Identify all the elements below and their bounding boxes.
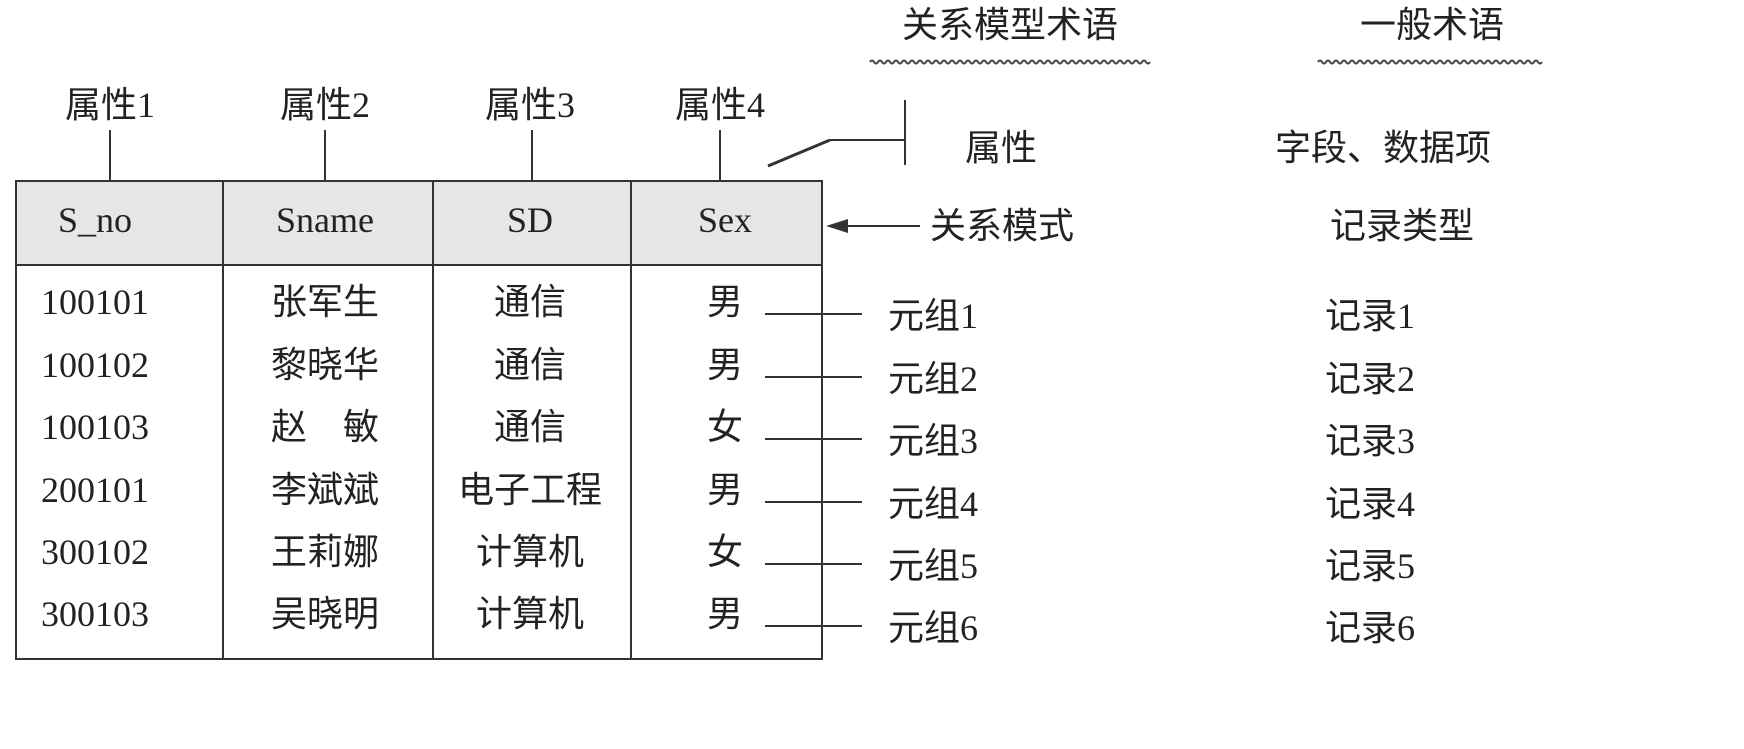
record-label: 记录1 — [1325, 296, 1416, 336]
table-cell: 张军生 — [270, 282, 380, 322]
heading-general-terms: 一般术语 — [1359, 5, 1505, 45]
column-divider — [222, 182, 224, 658]
record-label: 记录6 — [1325, 608, 1416, 648]
table-cell: 通信 — [493, 407, 567, 447]
wavy-underline-general — [1317, 59, 1543, 65]
relation-table — [15, 180, 823, 660]
table-cell: 女 — [706, 532, 744, 572]
table-cell: 男 — [706, 345, 744, 385]
table-cell: 200101 — [41, 470, 149, 510]
attribute-label-1: 属性1 — [64, 85, 156, 125]
table-cell: 300102 — [41, 532, 149, 572]
table-cell: 吴晓明 — [270, 594, 380, 634]
record-label: 记录3 — [1325, 421, 1416, 461]
column-header-sex: Sex — [698, 200, 752, 240]
attribute-bracket-diagonal — [767, 138, 831, 168]
table-cell: 计算机 — [475, 594, 585, 634]
attribute-label-2: 属性2 — [279, 85, 371, 125]
table-cell: 计算机 — [475, 532, 585, 572]
attribute-label-4: 属性4 — [674, 85, 766, 125]
column-divider — [630, 182, 632, 658]
table-cell: 李斌斌 — [270, 470, 380, 510]
record-label: 记录2 — [1325, 359, 1416, 399]
wavy-underline-relational — [869, 59, 1151, 65]
table-cell: 通信 — [493, 345, 567, 385]
term-field-data-item: 字段、数据项 — [1275, 128, 1492, 168]
table-cell: 男 — [706, 282, 744, 322]
tuple-label: 元组3 — [888, 421, 979, 461]
tuple-label: 元组6 — [888, 608, 979, 648]
heading-relational-terms: 关系模型术语 — [901, 5, 1119, 45]
table-cell: 黎晓华 — [270, 345, 380, 385]
tuple-label: 元组1 — [888, 296, 979, 336]
column-header-sname: Sname — [276, 200, 374, 240]
table-cell: 女 — [706, 407, 744, 447]
tuple-label: 元组2 — [888, 359, 979, 399]
term-attribute: 属性 — [965, 128, 1038, 168]
table-cell: 王莉娜 — [270, 532, 380, 572]
table-cell: 男 — [706, 594, 744, 634]
record-label: 记录5 — [1325, 546, 1416, 586]
arrowhead-icon — [826, 219, 848, 233]
table-header-row — [17, 182, 821, 266]
table-cell: 赵 敏 — [270, 407, 380, 447]
term-relation-schema: 关系模式 — [930, 206, 1075, 246]
table-cell: 通信 — [493, 282, 567, 322]
table-cell: 300103 — [41, 594, 149, 634]
column-header-sd: SD — [506, 200, 554, 240]
column-divider — [432, 182, 434, 658]
tuple-label: 元组5 — [888, 546, 979, 586]
table-cell: 100101 — [41, 282, 149, 322]
table-cell: 电子工程 — [457, 470, 603, 510]
record-label: 记录4 — [1325, 484, 1416, 524]
table-cell: 男 — [706, 470, 744, 510]
attribute-label-3: 属性3 — [484, 85, 576, 125]
table-cell: 100103 — [41, 407, 149, 447]
table-cell: 100102 — [41, 345, 149, 385]
tuple-label: 元组4 — [888, 484, 979, 524]
column-header-s_no: S_no — [57, 200, 133, 240]
term-record-type: 记录类型 — [1330, 206, 1475, 246]
